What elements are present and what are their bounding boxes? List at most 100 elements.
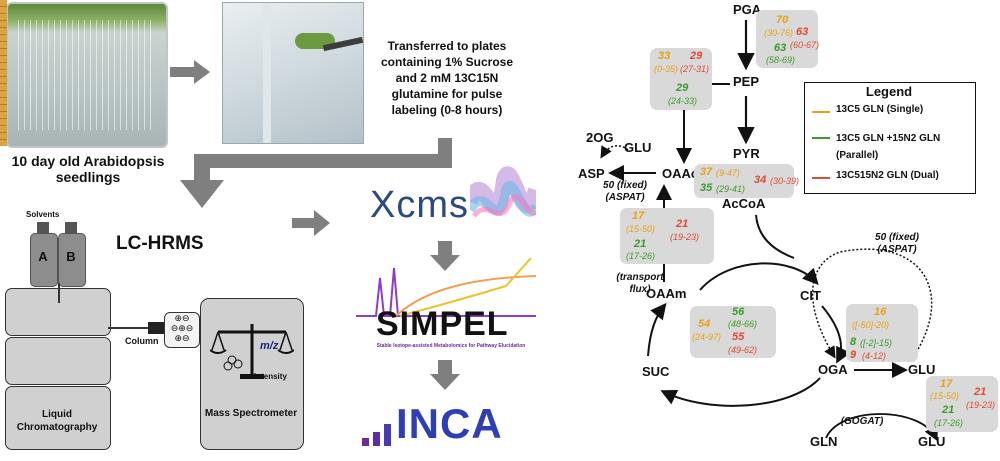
solvents-label: Solvents [26, 210, 60, 219]
column-label: Column [125, 336, 159, 346]
arrow-seedlings-to-transfer [170, 60, 210, 84]
mz-label: m/z [260, 340, 279, 352]
flux-tca-single-range: (24-97) [692, 332, 722, 342]
flux-transport-dual-range: (19-23) [670, 232, 700, 242]
ms-label: Mass Spectrometer [204, 408, 298, 419]
metabolite-accoa: AcCoA [722, 196, 766, 211]
flux-gogat-parallel-range: (17-26) [934, 418, 964, 428]
flux-gogat-single: 17 [940, 378, 953, 390]
bottle-cap-a [37, 222, 49, 234]
flux-box-pep-oaa [650, 48, 712, 110]
xcms-chromatogram-graphic [470, 166, 536, 218]
simpel-logo: SIMPEL [376, 305, 509, 343]
legend-swatch-parallel [812, 137, 830, 139]
arrow-lc-to-xcms [292, 210, 330, 236]
flux-oga-glu-parallel: 8 [850, 336, 857, 348]
flux-pyr-accoa-parallel: 35 [700, 182, 713, 194]
legend-label-parallel: 13C5 GLN +15N2 GLN (Parallel) [836, 133, 941, 161]
metabolite-oga: OGA [818, 362, 848, 377]
flux-gogat-single-range: (15-50) [930, 391, 960, 401]
flux-gogat-parallel: 21 [942, 404, 955, 416]
flux-oga-glu-dual: 9 [850, 349, 857, 361]
metabolite-asp: ASP [578, 166, 605, 181]
lc-module-middle [5, 337, 111, 385]
flux-pga-pep-single-range: (30-76) [764, 28, 794, 38]
simpel-subtitle: Stable Isotope-assisted Metabolomics for… [376, 343, 526, 349]
metabolite-cit: CIT [800, 288, 821, 303]
metabolite-2og: 2OG [586, 130, 614, 145]
transfer-photo [222, 2, 364, 144]
legend-title: Legend [865, 84, 913, 99]
flux-pep-oaa-dual: 29 [690, 50, 703, 62]
legend-swatch-dual [812, 177, 830, 179]
flux-transport-single: 17 [632, 210, 645, 222]
flux-pyr-accoa-single-range: (9-47) [716, 168, 741, 178]
legend-box [804, 82, 976, 194]
metabolite-glu-bottom: GLU [918, 434, 946, 449]
flux-oga-glu-dual-range: (4-12) [862, 351, 887, 361]
intensity-label: Intensity [254, 372, 287, 381]
flux-pga-pep-dual: 63 [796, 26, 809, 38]
flux-transport-single-range: (15-50) [626, 224, 656, 234]
lchrms-label: LC-HRMS [116, 233, 204, 254]
flux-pga-pep-dual-range: (60-67) [790, 40, 820, 50]
flux-pga-pep-parallel-range: (58-69) [766, 55, 796, 65]
metabolite-oaac: OAAc [662, 166, 699, 181]
flux-box-pyr-accoa [694, 164, 794, 198]
ion-cloud-icon: ⊕⊖⊖⊕⊖⊕⊖ [164, 312, 200, 348]
aspat-left-note: 50 (fixed) (ASPAT) [603, 180, 647, 203]
seedling-plate-photo [6, 2, 168, 148]
flux-pyr-accoa-dual: 34 [754, 174, 767, 186]
bottle-cap-b [65, 222, 77, 234]
legend-label-single: 13C5 GLN (Single) [836, 104, 924, 115]
transport-flux-note: (transport flux) [616, 272, 664, 295]
legend-swatch-single [812, 111, 830, 113]
flux-box-tca [690, 306, 776, 358]
metabolite-gln: GLN [810, 434, 838, 449]
flux-gogat-dual-range: (19-23) [966, 400, 996, 410]
flux-gogat-dual: 21 [974, 386, 987, 398]
flux-tca-parallel: 56 [732, 306, 745, 318]
flux-oga-glu-parallel-range: ([-2]-15) [860, 338, 893, 348]
flux-transport-parallel: 21 [634, 238, 647, 250]
flux-pep-oaa-single-range: (0-35) [654, 64, 679, 74]
solvent-bottle-a [30, 233, 58, 287]
flux-box-pga-pep [756, 10, 818, 68]
legend-label-dual: 13C515N2 GLN (Dual) [836, 170, 939, 181]
flux-box-gogat [926, 376, 998, 432]
inca-logo: INCA [396, 400, 503, 447]
metabolite-suc: SUC [642, 364, 670, 379]
arrow-xcms-to-simpel [430, 241, 460, 271]
flux-pga-pep-single: 70 [776, 14, 789, 26]
flux-pep-oaa-dual-range: (27-31) [680, 64, 710, 74]
flux-pep-oaa-single: 33 [658, 50, 671, 62]
solvent-b-label: B [66, 249, 76, 264]
metabolite-pep: PEP [733, 74, 760, 89]
xcms-logo: Xcms [370, 184, 469, 226]
flux-pep-oaa-parallel: 29 [676, 82, 689, 94]
flux-transport-parallel-range: (17-26) [626, 251, 656, 261]
flux-tca-dual-range: (49-62) [728, 345, 758, 355]
flux-tca-dual: 55 [732, 331, 745, 343]
ruler [0, 0, 7, 146]
solvent-bottle-b [58, 233, 86, 287]
metabolite-pga: PGA [733, 2, 762, 17]
gogat-note: (GOGAT) [840, 416, 884, 427]
metabolite-glu-right: GLU [908, 362, 936, 377]
inca-bars-icon [360, 412, 400, 446]
solvent-a-label: A [38, 249, 48, 264]
flux-tca-parallel-range: (48-66) [728, 319, 758, 329]
flux-pyr-accoa-parallel-range: (29-41) [716, 184, 746, 194]
flux-pyr-accoa-dual-range: (30-39) [770, 176, 800, 186]
arrow-simpel-to-inca [430, 360, 460, 390]
flux-pyr-accoa-single: 37 [700, 166, 713, 178]
flux-oga-glu-single-range: ([-50]-20) [852, 320, 890, 330]
lc-label: Liquid Chromatography [16, 409, 98, 433]
lc-module-line [58, 283, 60, 303]
seedlings-caption: 10 day old Arabidopsis seedlings [11, 153, 165, 185]
aspat-right-note: 50 (fixed) (ASPAT) [875, 232, 919, 255]
flux-oga-glu-single: 16 [874, 306, 887, 318]
metabolite-glu-top: GLU [624, 140, 652, 155]
metabolite-oaam: OAAm [646, 286, 687, 301]
